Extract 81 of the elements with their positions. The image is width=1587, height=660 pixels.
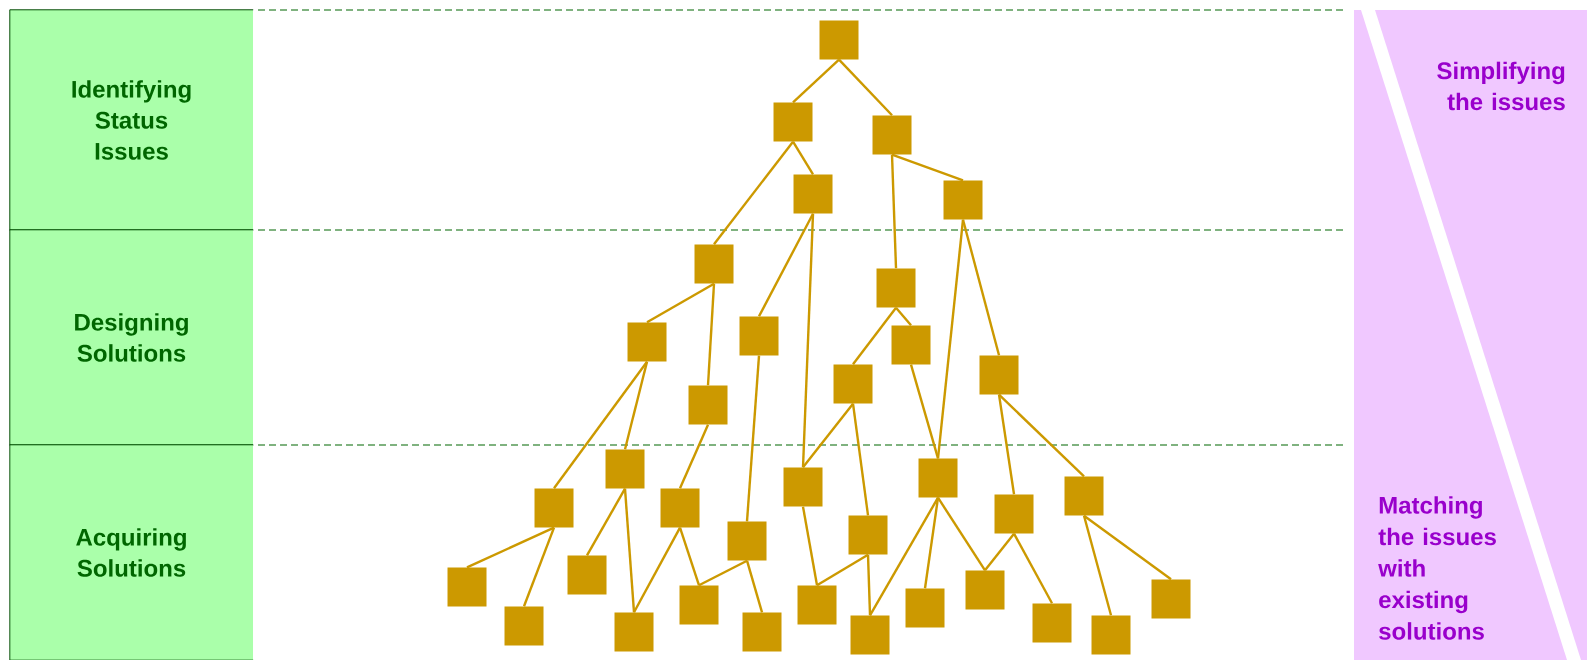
connector-line <box>961 219 1001 356</box>
connector-line <box>466 526 555 569</box>
square-node <box>534 488 574 528</box>
square-node <box>797 585 837 625</box>
connector-line <box>984 532 1015 572</box>
connector-line <box>706 283 716 386</box>
square-node <box>727 521 767 561</box>
square-node <box>447 567 487 607</box>
square-node <box>793 174 833 214</box>
square-node <box>742 612 782 652</box>
connector-line <box>646 282 715 324</box>
square-node <box>905 588 945 628</box>
square-node <box>872 115 912 155</box>
node-label: Simplifying the issues <box>1437 61 1565 111</box>
connector-line <box>801 213 815 468</box>
square-node <box>1151 579 1191 619</box>
connector-line <box>937 497 986 571</box>
square-node <box>819 20 859 60</box>
connector-line <box>698 559 748 587</box>
square-node <box>876 268 916 308</box>
connector-line <box>866 554 872 616</box>
square-node <box>979 355 1019 395</box>
square-node <box>739 316 779 356</box>
square-node <box>918 458 958 498</box>
connector-line <box>678 424 710 489</box>
connector-line <box>522 527 556 607</box>
connector-line <box>553 361 648 489</box>
connector-line <box>923 497 940 589</box>
square-node <box>891 325 931 365</box>
connector-line <box>792 58 840 104</box>
connector-line <box>802 402 854 469</box>
square-node <box>627 322 667 362</box>
square-node <box>773 102 813 142</box>
square-node <box>1064 476 1104 516</box>
connector-line <box>838 58 893 117</box>
connector-line <box>745 560 764 613</box>
connector-line <box>745 355 761 522</box>
connector-line <box>852 306 897 366</box>
square-node <box>688 385 728 425</box>
square-node <box>965 570 1005 610</box>
connector-line <box>623 488 636 613</box>
connector-line <box>801 506 819 586</box>
connector-line <box>891 153 964 182</box>
square-node <box>679 585 719 625</box>
square-node <box>1091 615 1131 655</box>
square-node <box>783 467 823 507</box>
connector-line <box>585 488 627 556</box>
square-node <box>943 180 983 220</box>
connector-line <box>757 213 815 317</box>
stage-band: Acquiring Solutions <box>9 444 254 660</box>
square-node <box>605 449 645 489</box>
square-node <box>848 515 888 555</box>
square-node <box>833 364 873 404</box>
connector-line <box>868 497 940 616</box>
connector-line <box>816 553 869 587</box>
connector-line <box>678 527 701 586</box>
square-node <box>660 488 700 528</box>
square-node <box>994 494 1034 534</box>
square-node <box>614 612 654 652</box>
connector-line <box>936 219 965 459</box>
connector-line <box>997 394 1016 495</box>
connector-line <box>851 403 870 516</box>
connector-line <box>890 154 898 269</box>
connector-line <box>998 393 1085 478</box>
connector-line <box>623 361 649 450</box>
connector-line <box>792 141 815 175</box>
connector-line <box>713 140 794 246</box>
connector-line <box>895 306 912 327</box>
stage-band: Identifying Status Issues <box>9 9 254 231</box>
square-node <box>504 606 544 646</box>
square-node <box>567 555 607 595</box>
stage-band: Designing Solutions <box>9 229 254 446</box>
node-label: Matching the issues with existing solutions <box>1378 496 1496 640</box>
connector-line <box>909 364 940 459</box>
connector-line <box>1012 533 1054 604</box>
square-node <box>850 615 890 655</box>
square-node <box>694 244 734 284</box>
connector-line <box>1082 515 1113 616</box>
square-node <box>1032 603 1072 643</box>
connector-line <box>1083 514 1172 581</box>
connector-line <box>632 527 682 613</box>
